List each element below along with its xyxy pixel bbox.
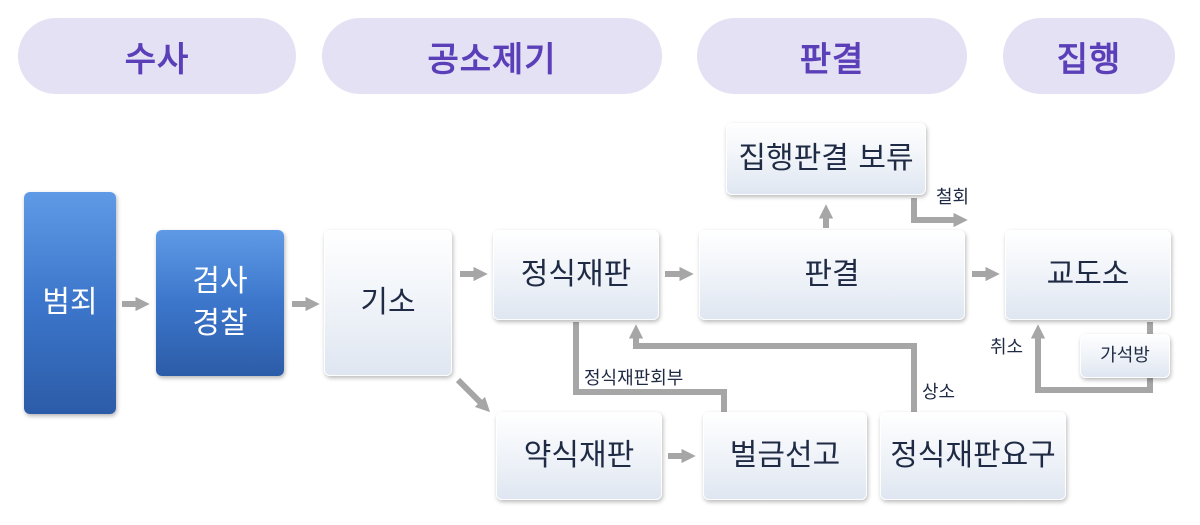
edge-label-appeal: 상소 (922, 382, 956, 403)
node-suspended-execution-label: 집행판결 보류 (738, 141, 914, 176)
stage-judgment: 판결 (697, 18, 967, 94)
edge-label-revoke: 취소 (990, 337, 1024, 358)
node-formal-trial-request: 정식재판요구 (880, 412, 1066, 500)
node-judgment-label: 판결 (804, 257, 860, 292)
stage-execution-label: 집행 (1056, 39, 1122, 80)
stage-investigation-label: 수사 (124, 39, 190, 80)
line-referral (573, 322, 727, 412)
edge-label-withdraw: 철회 (936, 187, 970, 208)
node-fine-sentence: 벌금선고 (703, 412, 867, 500)
node-parole: 가석방 (1080, 334, 1170, 378)
stage-prosecution-label: 공소제기 (427, 39, 557, 80)
node-indictment: 기소 (324, 230, 452, 376)
node-judgment: 판결 (699, 230, 965, 320)
node-prosecutor-police: 검사 경찰 (156, 230, 284, 376)
node-suspended-execution: 집행판결 보류 (726, 123, 926, 195)
node-formal-trial-label: 정식재판 (520, 257, 632, 292)
stage-execution: 집행 (1003, 18, 1175, 94)
node-summary-trial-label: 약식재판 (523, 438, 635, 473)
node-prison-label: 교도소 (1046, 257, 1130, 292)
node-crime: 범죄 (24, 192, 116, 414)
node-prosecutor-label: 검사 (192, 264, 248, 299)
node-police-label: 경찰 (192, 306, 248, 341)
stage-judgment-label: 판결 (799, 39, 865, 80)
node-fine-sentence-label: 벌금선고 (729, 438, 841, 473)
edge-label-referral: 정식재판회부 (584, 368, 684, 389)
node-formal-trial: 정식재판 (493, 230, 659, 320)
arrow-withdraw (911, 198, 968, 228)
arrow-appeal (628, 324, 917, 412)
node-parole-label: 가석방 (1100, 345, 1150, 366)
stage-investigation: 수사 (18, 18, 296, 94)
stage-prosecution: 공소제기 (322, 18, 662, 94)
arrow-indictment-to-summary-trial (455, 377, 491, 413)
node-formal-trial-request-label: 정식재판요구 (890, 438, 1056, 473)
node-prison: 교도소 (1005, 230, 1171, 320)
node-summary-trial: 약식재판 (496, 412, 662, 500)
node-indictment-label: 기소 (360, 285, 416, 320)
node-crime-label: 범죄 (42, 285, 98, 320)
